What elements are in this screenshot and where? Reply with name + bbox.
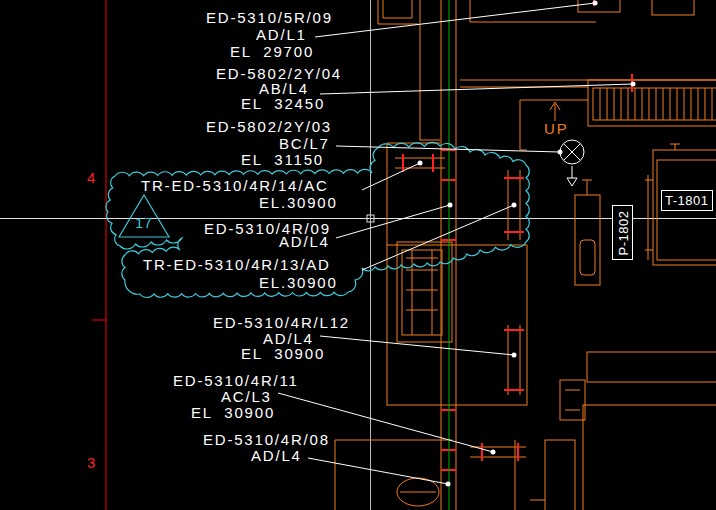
line-class: AD/L4: [278, 234, 331, 249]
revision-triangle: 17: [118, 194, 170, 238]
grid-number: 3: [86, 455, 98, 470]
line-class: AD/L1: [255, 27, 308, 42]
line-tag: TR-ED-5310/4R/13/AD: [142, 257, 332, 272]
grid-number: 4: [86, 170, 98, 185]
tank-tag: T-1801: [661, 190, 713, 211]
elevation-note: EL 30900: [240, 346, 326, 361]
elevation-note: EL 32450: [240, 96, 326, 111]
line-tag: ED-5802/2Y/03: [205, 119, 333, 134]
elevation-note: EL 29700: [229, 44, 315, 59]
elevation-note: EL.30900: [258, 195, 339, 210]
line-class: AC/L3: [220, 389, 273, 404]
line-class: AD/L4: [262, 331, 315, 346]
pump-tag: P-1802: [612, 205, 633, 260]
tag-text: T-1801: [665, 194, 709, 207]
line-tag: ED-5310/5R/09: [205, 10, 334, 25]
line-tag: ED-5310/4R/L12: [212, 315, 351, 330]
tag-text: P-1802: [616, 210, 629, 255]
elevation-note: EL 31150: [240, 152, 325, 167]
line-class: AD/L4: [250, 448, 303, 463]
line-tag: ED-5802/2Y/04: [215, 66, 343, 81]
line-class: AB/L4: [258, 81, 310, 96]
elevation-note: EL 30900: [190, 405, 276, 420]
line-tag: ED-5310/4R/11: [172, 373, 300, 388]
elevation-note: EL.30900: [258, 275, 339, 290]
line-tag: TR-ED-5310/4R/14/AC: [140, 178, 330, 193]
line-tag: ED-5310/4R/08: [202, 432, 331, 447]
tag-text: 17: [135, 216, 153, 230]
flow-note: UP: [543, 121, 569, 136]
line-class: BC/L7: [278, 136, 331, 151]
